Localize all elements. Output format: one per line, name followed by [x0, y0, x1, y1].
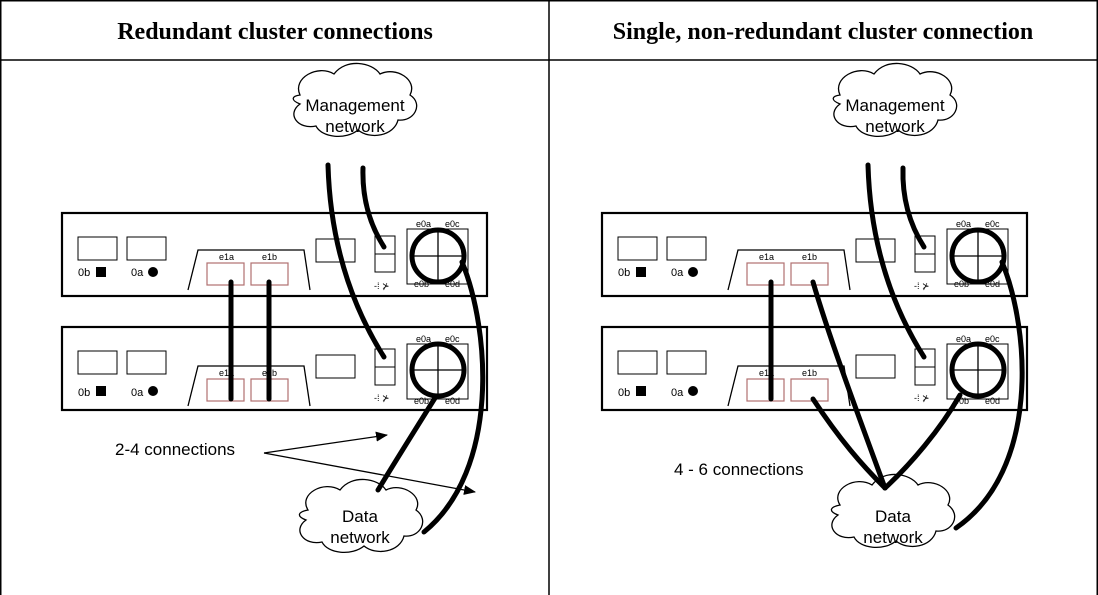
management-cloud-line1: Management	[305, 96, 405, 115]
cables-single	[768, 162, 1025, 531]
data-cable	[810, 396, 888, 491]
port-e0d-label: e0d	[985, 279, 1000, 289]
slot-0a-circle-icon	[148, 267, 158, 277]
management-network-cloud: Management network	[292, 62, 418, 137]
management-cloud-line1: Management	[845, 96, 945, 115]
data-cable	[421, 259, 486, 535]
console-connector-icon: -⁞ ⊁	[374, 281, 390, 291]
port-e0b-label: e0b	[414, 279, 429, 289]
slot-0a-label: 0a	[671, 267, 684, 279]
port-e0a-label: e0a	[956, 219, 971, 229]
slot-0a-label: 0a	[671, 387, 684, 399]
port-e0b-label: e0b	[414, 396, 429, 406]
port-e0c-label: e0c	[985, 334, 1000, 344]
data-cloud-line2: network	[330, 528, 390, 547]
data-cable	[375, 395, 438, 493]
data-cloud-line1: Data	[875, 507, 911, 526]
port-e0d-label: e0d	[445, 396, 460, 406]
data-cable	[882, 392, 963, 491]
controller-chassis-top: 0b 0a e1a e1b -⁞ ⊁ e0a e0c e0b e0d	[60, 211, 489, 298]
port-e0a-label: e0a	[956, 334, 971, 344]
cables-redundant	[228, 162, 486, 535]
slot-0b-square-icon	[96, 267, 106, 277]
port-e1a	[746, 262, 785, 286]
console-connector-icon: -⁞ ⊁	[374, 393, 390, 403]
connections-annotation: 4 - 6 connections	[674, 460, 803, 479]
slot-0b-label: 0b	[618, 267, 630, 279]
port-e1b-label: e1b	[802, 252, 817, 262]
management-cable	[360, 165, 387, 250]
port-e1b-label: e1b	[262, 252, 277, 262]
console-connector-icon: -⁞ ⊁	[914, 281, 930, 291]
port-e1b	[790, 262, 829, 286]
data-cloud-line2: network	[863, 528, 923, 547]
console-connector-icon: -⁞ ⊁	[914, 393, 930, 403]
panel-redundant: Management network 0b 0a e1a e1b -⁞ ⊁ e0…	[60, 62, 489, 553]
panel-single: Management network 0b 0a e1a e1b -⁞ ⊁ e0…	[600, 62, 1029, 548]
port-e1a	[206, 378, 245, 402]
data-network-cloud: Data network	[298, 478, 424, 553]
slot-0b-square-icon	[636, 267, 646, 277]
connections-annotation: 2-4 connections	[115, 440, 235, 459]
management-cloud-line2: network	[865, 117, 925, 136]
port-e0a-label: e0a	[416, 334, 431, 344]
port-e0b-label: e0b	[954, 279, 969, 289]
data-cable	[810, 279, 888, 491]
management-cable	[900, 165, 927, 250]
slot-0b-label: 0b	[618, 387, 630, 399]
slot-0a-circle-icon	[688, 386, 698, 396]
header-single: Single, non-redundant cluster connection	[613, 19, 1034, 45]
port-e0c-label: e0c	[445, 334, 460, 344]
management-cloud-line2: network	[325, 117, 385, 136]
slot-0b-label: 0b	[78, 267, 90, 279]
data-network-cloud: Data network	[830, 473, 956, 548]
port-e1a-label: e1a	[759, 252, 774, 262]
slot-0b-square-icon	[96, 386, 106, 396]
port-e0b-label: e0b	[954, 396, 969, 406]
port-e0a-label: e0a	[416, 219, 431, 229]
management-network-cloud: Management network	[832, 62, 958, 137]
port-e1a-label: e1a	[219, 252, 234, 262]
management-cable	[325, 162, 387, 360]
annotation-arrow	[263, 452, 476, 495]
port-e1a	[746, 378, 785, 402]
header-redundant: Redundant cluster connections	[117, 19, 433, 45]
slot-0a-circle-icon	[148, 386, 158, 396]
data-cable	[953, 259, 1025, 531]
annotation-arrow	[263, 431, 388, 454]
port-e0d-label: e0d	[445, 279, 460, 289]
port-e1a	[206, 262, 245, 286]
management-cable	[865, 162, 927, 360]
port-e1b-label: e1b	[802, 368, 817, 378]
port-e1a-label: e1a	[759, 368, 774, 378]
slot-0b-label: 0b	[78, 387, 90, 399]
slot-0a-label: 0a	[131, 387, 144, 399]
slot-0b-square-icon	[636, 386, 646, 396]
slot-0a-label: 0a	[131, 267, 144, 279]
port-e1b	[790, 378, 829, 402]
port-e0c-label: e0c	[985, 219, 1000, 229]
controller-chassis-bottom: 0b 0a e1a e1b -⁞ ⊁ e0a e0c e0b e0d	[600, 325, 1029, 412]
port-e0d-label: e0d	[985, 396, 1000, 406]
data-cloud-line1: Data	[342, 507, 378, 526]
slot-0a-circle-icon	[688, 267, 698, 277]
controller-chassis-bottom: 0b 0a e1a e1b -⁞ ⊁ e0a e0c e0b e0d	[60, 325, 489, 412]
port-e0c-label: e0c	[445, 219, 460, 229]
port-e1a-label: e1a	[219, 368, 234, 378]
